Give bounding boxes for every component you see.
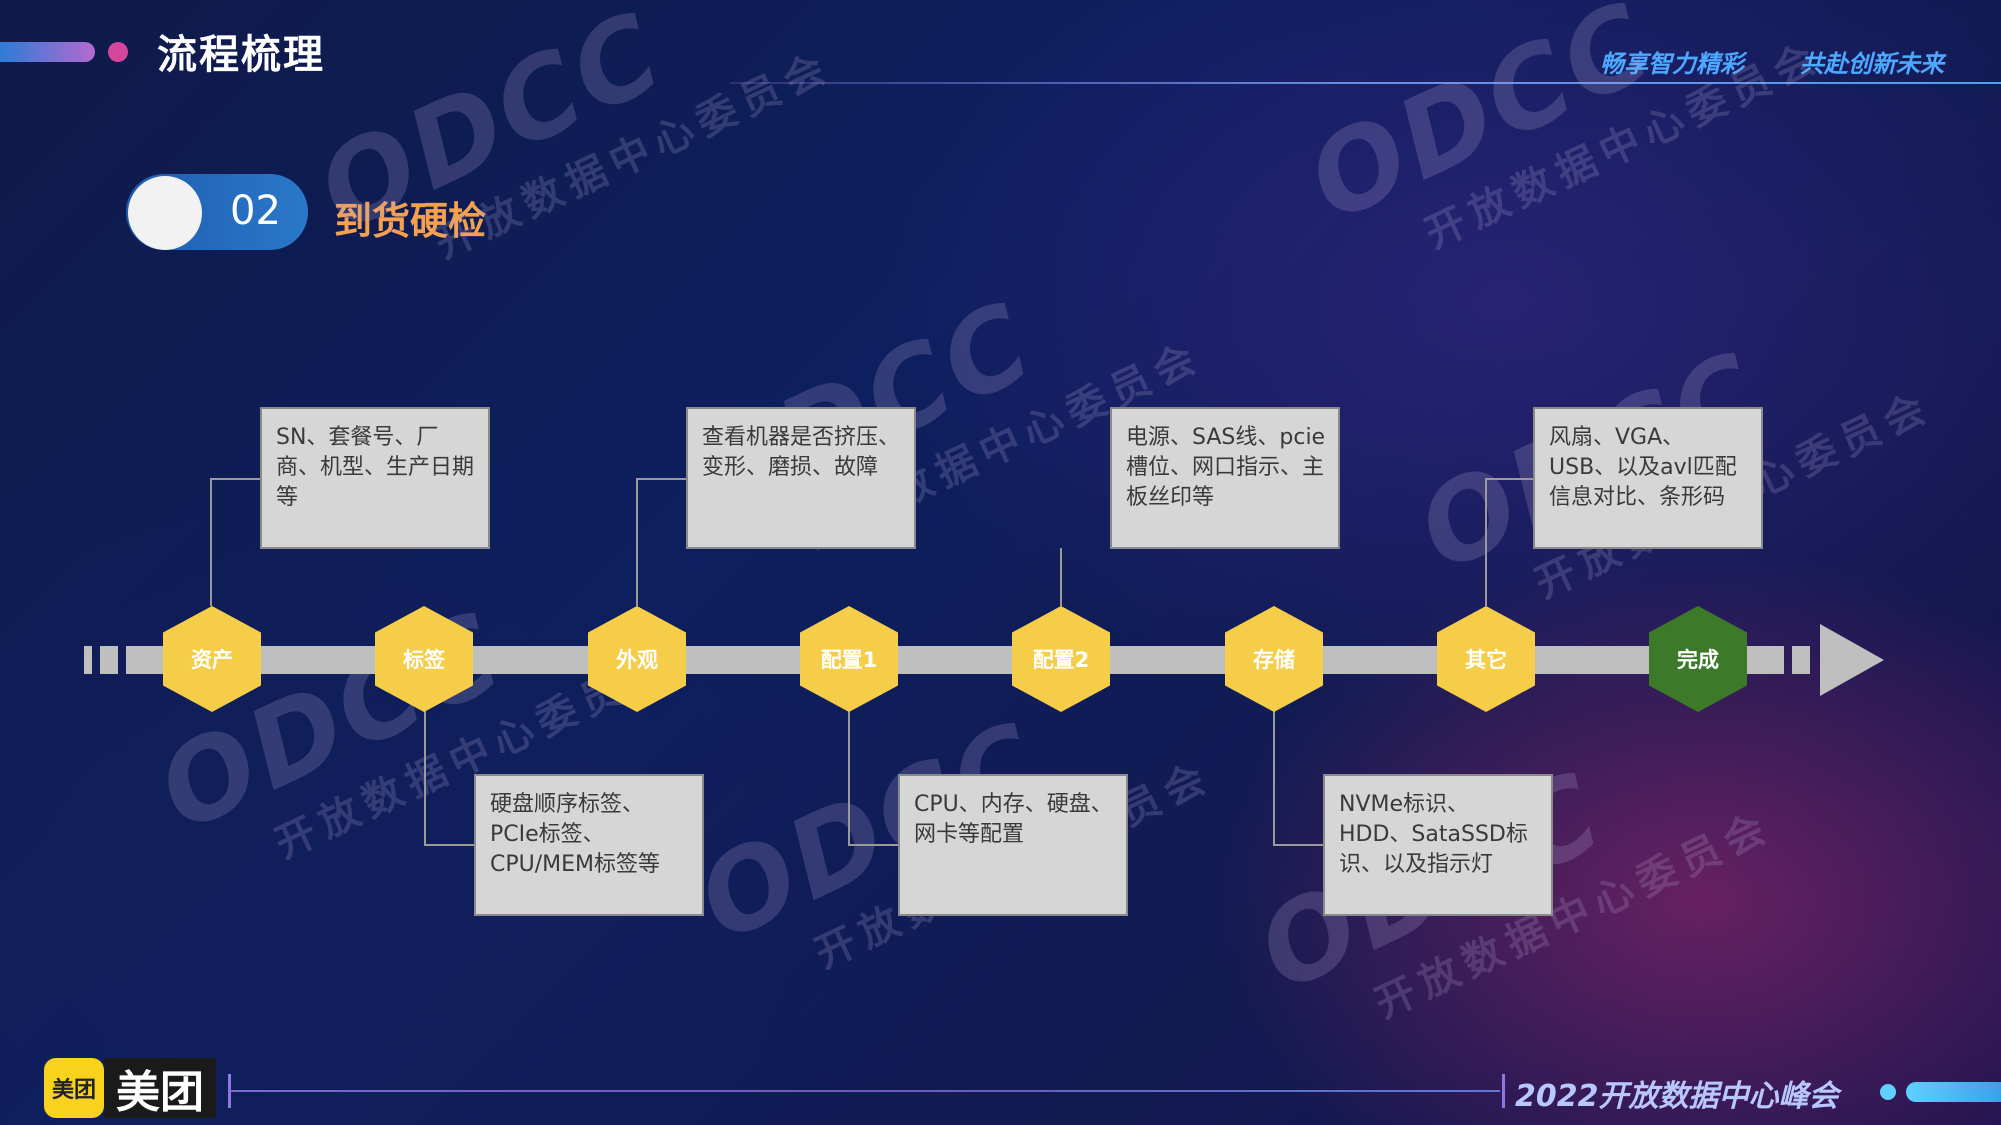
- connector: [1485, 478, 1487, 606]
- node-label: 其它: [1465, 648, 1507, 672]
- node-label: 标签: [403, 648, 445, 672]
- footer-tick: [228, 1074, 231, 1108]
- header-accent-bar: [0, 42, 95, 62]
- timeline-node-label: 标签: [375, 606, 473, 712]
- header-accent-dot: [108, 42, 128, 62]
- footer-accent-bar: [1906, 1082, 2001, 1102]
- node-label: 配置1: [820, 648, 878, 672]
- brand-logo-name: 美团: [104, 1058, 216, 1118]
- note-box-other: 风扇、VGA、USB、以及avl匹配信息对比、条形码: [1533, 407, 1763, 549]
- timeline-node-config1: 配置1: [800, 606, 898, 712]
- footer-divider: [230, 1090, 1500, 1092]
- footer-accent-dot: [1880, 1084, 1896, 1100]
- event-name: 2022开放数据中心峰会: [1515, 1079, 1839, 1114]
- node-label: 资产: [191, 648, 233, 672]
- note-box-label: 硬盘顺序标签、PCIe标签、CPU/MEM标签等: [474, 774, 704, 916]
- track-dash: [1792, 646, 1810, 674]
- connector: [636, 478, 638, 606]
- timeline-node-storage: 存储: [1225, 606, 1323, 712]
- timeline-node-done: 完成: [1649, 606, 1747, 712]
- connector: [424, 710, 426, 846]
- brand-logo-badge: 美团: [44, 1058, 104, 1118]
- timeline-arrow-icon: [1820, 624, 1884, 696]
- note-box-asset: SN、套餐号、厂商、机型、生产日期等: [260, 407, 490, 549]
- header-divider: [730, 82, 2001, 84]
- track-dash: [100, 646, 118, 674]
- note-box-config1: CPU、内存、硬盘、网卡等配置: [898, 774, 1128, 916]
- page-title: 流程梳理: [157, 32, 325, 78]
- connector: [636, 478, 688, 480]
- connector: [1485, 478, 1535, 480]
- node-label: 完成: [1677, 648, 1719, 672]
- connector: [210, 478, 262, 480]
- section-number: 02: [230, 188, 281, 234]
- connector: [1060, 548, 1062, 606]
- track-dash: [84, 646, 92, 674]
- connector: [424, 844, 476, 846]
- watermark: ODCC 开放数据中心委员会: [1290, 0, 1830, 293]
- node-label: 配置2: [1032, 648, 1090, 672]
- connector: [848, 844, 900, 846]
- note-box-appearance: 查看机器是否挤压、变形、磨损、故障: [686, 407, 916, 549]
- connector: [1273, 844, 1325, 846]
- watermark-logo: ODCC: [1290, 0, 1673, 247]
- footer-tick: [1502, 1074, 1505, 1108]
- node-label: 外观: [616, 648, 658, 672]
- connector: [1273, 710, 1275, 846]
- connector: [210, 478, 212, 606]
- watermark: ODCC 开放数据中心委员会: [300, 0, 840, 303]
- watermark-text: 开放数据中心委员会: [428, 43, 840, 268]
- timeline-node-appearance: 外观: [588, 606, 686, 712]
- timeline-node-asset: 资产: [163, 606, 261, 712]
- slogan-right: 共赴创新未来: [1800, 50, 1944, 78]
- timeline-node-other: 其它: [1437, 606, 1535, 712]
- timeline-node-config2: 配置2: [1012, 606, 1110, 712]
- section-title: 到货硬检: [334, 199, 487, 243]
- connector: [848, 710, 850, 846]
- track-dash: [1756, 646, 1784, 674]
- slogan-left: 畅享智力精彩: [1600, 50, 1744, 78]
- note-box-storage: NVMe标识、HDD、SataSSD标识、以及指示灯: [1323, 774, 1553, 916]
- toggle-knob: [128, 176, 202, 250]
- note-box-config2: 电源、SAS线、pcie槽位、网口指示、主板丝印等: [1110, 407, 1340, 549]
- node-label: 存储: [1253, 648, 1295, 672]
